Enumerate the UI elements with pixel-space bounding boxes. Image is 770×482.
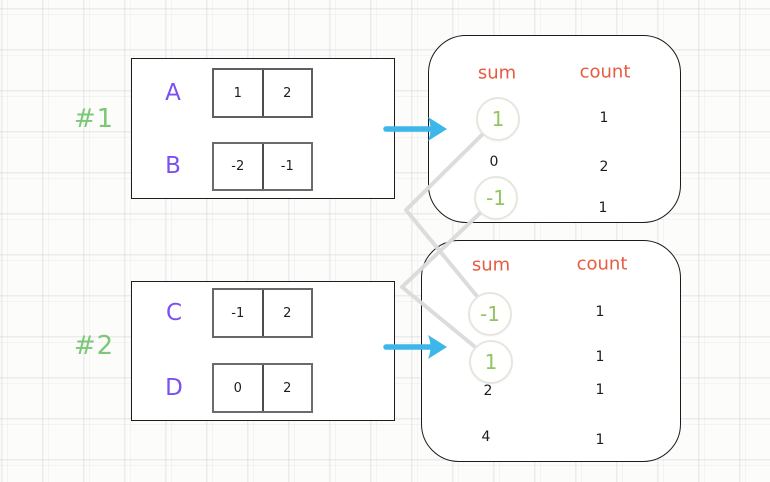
sum-value: -1 (486, 186, 506, 210)
array-c: -1 2 (212, 288, 313, 338)
array-c-cell-1: 2 (261, 290, 312, 336)
sum-value: -1 (480, 302, 500, 326)
sum-value: 1 (484, 350, 498, 374)
count-value: 1 (599, 110, 609, 126)
sum-value: 1 (491, 107, 505, 131)
count-value: 1 (595, 304, 605, 320)
array-c-cell-0: -1 (231, 305, 245, 321)
count-value: 1 (598, 200, 608, 216)
count-value: 1 (595, 432, 605, 448)
array-b-label: B (165, 153, 181, 179)
array-c-label: C (165, 300, 183, 326)
group-1-label: #1 (73, 104, 115, 134)
sum-count-table-2 (421, 240, 681, 462)
group-2-label: #2 (73, 331, 115, 361)
array-b-cell-1: -1 (261, 144, 312, 189)
array-a-cell-0: 1 (233, 85, 242, 101)
array-b: -2 -1 (212, 142, 313, 191)
count-value: 1 (595, 349, 605, 365)
sum-count-table-1 (428, 35, 681, 223)
highlighted-sum-circle: 1 (476, 97, 520, 141)
highlighted-sum-circle: -1 (468, 292, 512, 336)
sum-value: 0 (489, 154, 499, 170)
sum-value: 2 (483, 383, 493, 399)
table-2-count-header: count (576, 253, 628, 275)
array-d: 0 2 (212, 363, 313, 413)
highlighted-sum-circle: -1 (474, 176, 518, 220)
table-2-sum-header: sum (471, 254, 511, 276)
count-value: 2 (599, 159, 609, 175)
highlighted-sum-circle: 1 (469, 340, 513, 384)
array-a-cell-1: 2 (261, 70, 312, 116)
array-a: 1 2 (212, 68, 313, 118)
array-b-cell-0: -2 (231, 159, 245, 174)
table-1-sum-header: sum (477, 62, 517, 84)
count-value: 1 (595, 382, 605, 398)
array-d-cell-1: 2 (261, 365, 312, 411)
array-d-label: D (165, 375, 183, 401)
table-1-count-header: count (579, 61, 631, 83)
sum-value: 4 (481, 429, 491, 445)
array-a-label: A (165, 80, 181, 106)
array-d-cell-0: 0 (233, 380, 242, 396)
